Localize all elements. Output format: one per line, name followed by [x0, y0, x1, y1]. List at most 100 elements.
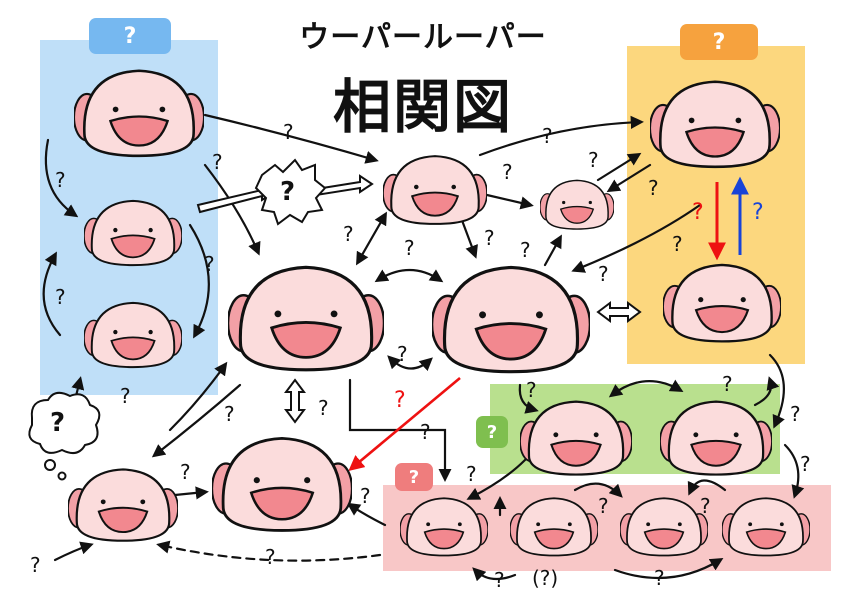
double-arrow-vertical	[284, 378, 306, 424]
question-24: ?	[420, 420, 431, 444]
arrow-q-bl	[53, 541, 94, 562]
axolotl-big-1	[226, 258, 386, 376]
arrow-o1-small	[606, 163, 652, 193]
question-16: ?	[397, 342, 408, 366]
axolotl-big-2	[430, 258, 592, 378]
question-33: ?	[654, 566, 665, 590]
question-25: ?	[526, 378, 537, 402]
axolotl-orange-2	[662, 258, 782, 346]
question-26: ?	[722, 372, 733, 396]
question-19: ?	[120, 384, 131, 408]
orange-group-tag-text: ?	[712, 29, 726, 55]
question-20: ?	[180, 460, 191, 484]
axolotl-blue-2	[83, 195, 183, 269]
axolotl-green-2	[659, 395, 773, 479]
green-group-tag: ?	[476, 416, 508, 448]
question-17: ?	[318, 396, 329, 420]
question-15: ?	[598, 262, 609, 286]
axolotl-pink-4	[721, 493, 811, 559]
question-8: ?	[588, 148, 599, 172]
blue-group-tag-text: ?	[123, 23, 137, 49]
thought-cloud	[28, 391, 101, 481]
green-group-tag-text: ?	[486, 421, 498, 443]
question-11: ?	[404, 236, 415, 260]
question-3: ?	[204, 252, 215, 276]
arrow-b3-b2	[42, 251, 62, 337]
arrow-pink-lower	[346, 502, 387, 527]
question-32: ?	[494, 568, 505, 592]
question-30: ?	[598, 494, 609, 518]
arrow-green1-green2	[608, 379, 684, 398]
arrow-bl-b3	[168, 361, 228, 432]
axolotl-blue-3	[83, 297, 183, 371]
question-7: ?	[502, 160, 513, 184]
question-4: ?	[212, 150, 223, 174]
arrow-c1-small	[485, 193, 534, 210]
question-5: ?	[283, 120, 294, 144]
question-red-2: ?	[394, 388, 406, 413]
question-blue-1: ?	[752, 200, 764, 225]
axolotl-blue-1	[72, 63, 206, 161]
axolotl-orange-1	[648, 74, 782, 172]
arrow-big1-big2	[374, 269, 444, 283]
pink-group-tag: ?	[395, 463, 433, 491]
arrow-big2-small	[543, 234, 562, 267]
arrow-o2-green	[768, 353, 785, 429]
arrow-pink-d	[613, 557, 724, 580]
arrow-green1-pink1	[466, 458, 527, 500]
question-21: ?	[30, 553, 41, 577]
axolotl-pink-1	[399, 493, 489, 559]
axolotl-small-right	[539, 176, 615, 232]
axolotl-green-1	[519, 395, 633, 479]
question-13: ?	[520, 238, 531, 262]
question-2: ?	[55, 285, 66, 309]
axolotl-bottom-left	[67, 463, 179, 545]
question-29: ?	[466, 462, 477, 486]
arrow-b1-c1	[203, 113, 379, 164]
axolotl-lower-center	[210, 430, 354, 536]
question-27: ?	[790, 402, 801, 426]
question-6: ?	[542, 124, 553, 148]
question-22: ?	[265, 545, 276, 569]
burst-shape	[254, 158, 327, 226]
pink-group-tag-text: ?	[408, 466, 420, 488]
question-10: ?	[343, 222, 354, 246]
question-9: ?	[648, 176, 659, 200]
question-18: ?	[224, 402, 235, 426]
arrow-c1-big1	[356, 211, 387, 266]
title-line2: 相関図	[332, 73, 513, 141]
burst-question: ?	[280, 177, 296, 207]
thought-question: ?	[50, 408, 66, 438]
paren-question: (?)	[532, 566, 559, 590]
question-red-1: ?	[692, 200, 704, 225]
question-1: ?	[55, 168, 66, 192]
question-14: ?	[672, 232, 683, 256]
arrow-b1-big1	[203, 163, 261, 256]
arrow-green2-pink4	[783, 443, 805, 499]
arrow-small-o1a	[596, 152, 642, 182]
arrow-o1-big2	[571, 203, 702, 273]
question-28: ?	[800, 452, 811, 476]
axolotl-center-1	[382, 150, 488, 228]
axolotl-pink-3	[619, 493, 709, 559]
orange-group-tag: ?	[680, 24, 758, 60]
question-23: ?	[360, 484, 371, 508]
arrow-b1-b2	[44, 138, 79, 218]
arrow-pink-a	[573, 482, 623, 498]
arrow-green-down	[753, 376, 780, 407]
arrow-c1-c2	[478, 115, 644, 157]
arrow-big1-bl	[151, 383, 242, 458]
arrow-big2-green	[518, 383, 539, 414]
title-line1: ウーパールーパー	[299, 20, 547, 55]
arrow-pink-b	[687, 479, 727, 496]
blue-group-tag: ?	[89, 18, 171, 54]
question-31: ?	[700, 494, 711, 518]
arrow-b2-b3	[188, 223, 210, 339]
arrow-big1-small-curve	[387, 355, 433, 372]
double-arrow-mid	[596, 301, 642, 323]
arrow-pink-c	[472, 567, 517, 582]
question-12: ?	[484, 226, 495, 250]
arrow-red-diagonal	[348, 377, 461, 471]
